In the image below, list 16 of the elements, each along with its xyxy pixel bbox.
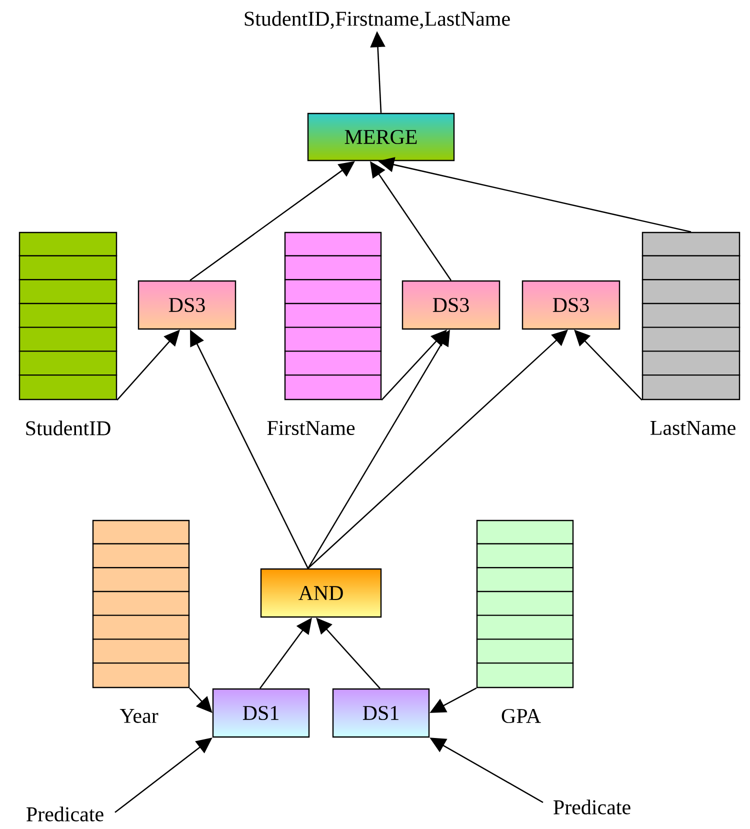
process-box: MERGE [307,112,455,162]
process-box: AND [260,568,382,618]
process-box: DS3 [522,280,620,330]
column-label: FirstName [267,420,355,436]
process-box: DS1 [332,688,430,738]
column-label: StudentID [26,420,110,436]
column-label: LastName [650,421,736,435]
column-label: Year [120,709,158,723]
process-box: DS3 [138,280,236,330]
text-label: Predicate [554,800,630,814]
arrow [189,688,212,713]
process-box: DS1 [212,688,310,738]
text-label: StudentID,Firstname,LastName [244,11,510,29]
column-label: GPA [502,708,541,724]
text-label: Predicate [26,806,104,822]
process-box: DS3 [402,280,500,330]
